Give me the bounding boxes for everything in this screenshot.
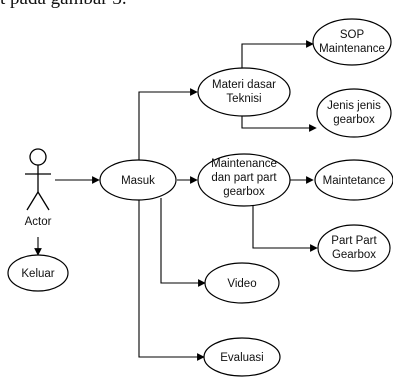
edge-maintenance-part [252, 202, 318, 252]
edge-masuk-video [160, 198, 206, 287]
usecase-maintenance-label-2: dan part part [211, 172, 277, 184]
usecase-masuk-label: Masuk [121, 175, 155, 187]
edge-masuk-materi [138, 88, 198, 160]
usecase-maintenance-label-1: Maintenance [211, 158, 277, 170]
usecase-part-label-1: Part Part [331, 235, 377, 247]
usecase-keluar-label: Keluar [21, 268, 54, 280]
caption-text: t pada gambar 3. [0, 0, 127, 10]
usecase-sop: SOP Maintenance [312, 18, 392, 66]
edge-materi-jenis [241, 112, 317, 132]
actor-right-leg [37, 191, 50, 211]
usecase-materi-label-1: Materi dasar [212, 79, 276, 91]
usecase-materi: Materi dasar Teknisi [197, 67, 291, 117]
usecase-maintetance-label: Maintetance [323, 175, 386, 187]
usecase-evaluasi-label: Evaluasi [220, 352, 263, 364]
edge-masuk-evaluasi [138, 200, 205, 361]
usecase-jenis-label-1: Jenis jenis [327, 100, 381, 112]
usecase-maintenance-part: Maintenance dan part part gearbox [197, 153, 291, 207]
usecase-masuk: Masuk [99, 159, 177, 201]
usecase-jenis-label-2: gearbox [333, 114, 375, 126]
usecase-maintetance: Maintetance [314, 159, 393, 201]
usecase-materi-label-2: Teknisi [226, 93, 261, 105]
usecase-part: Part Part Gearbox [317, 224, 391, 272]
actor-head [29, 148, 47, 166]
actor-label: Actor [25, 216, 52, 228]
usecase-sop-label-2: Maintenance [319, 43, 385, 55]
usecase-part-label-2: Gearbox [332, 249, 376, 261]
usecase-keluar: Keluar [7, 254, 69, 292]
edge-materi-sop [241, 40, 314, 72]
edges [34, 40, 318, 361]
usecase-video: Video [204, 262, 280, 304]
usecase-sop-label-1: SOP [340, 29, 365, 41]
usecase-maintenance-label-3: gearbox [223, 186, 265, 198]
actor-left-leg [26, 191, 39, 211]
actor: Actor [25, 148, 52, 228]
usecase-jenis: Jenis jenis gearbox [316, 88, 392, 138]
usecase-evaluasi: Evaluasi [203, 337, 281, 377]
usecase-video-label: Video [227, 278, 256, 290]
